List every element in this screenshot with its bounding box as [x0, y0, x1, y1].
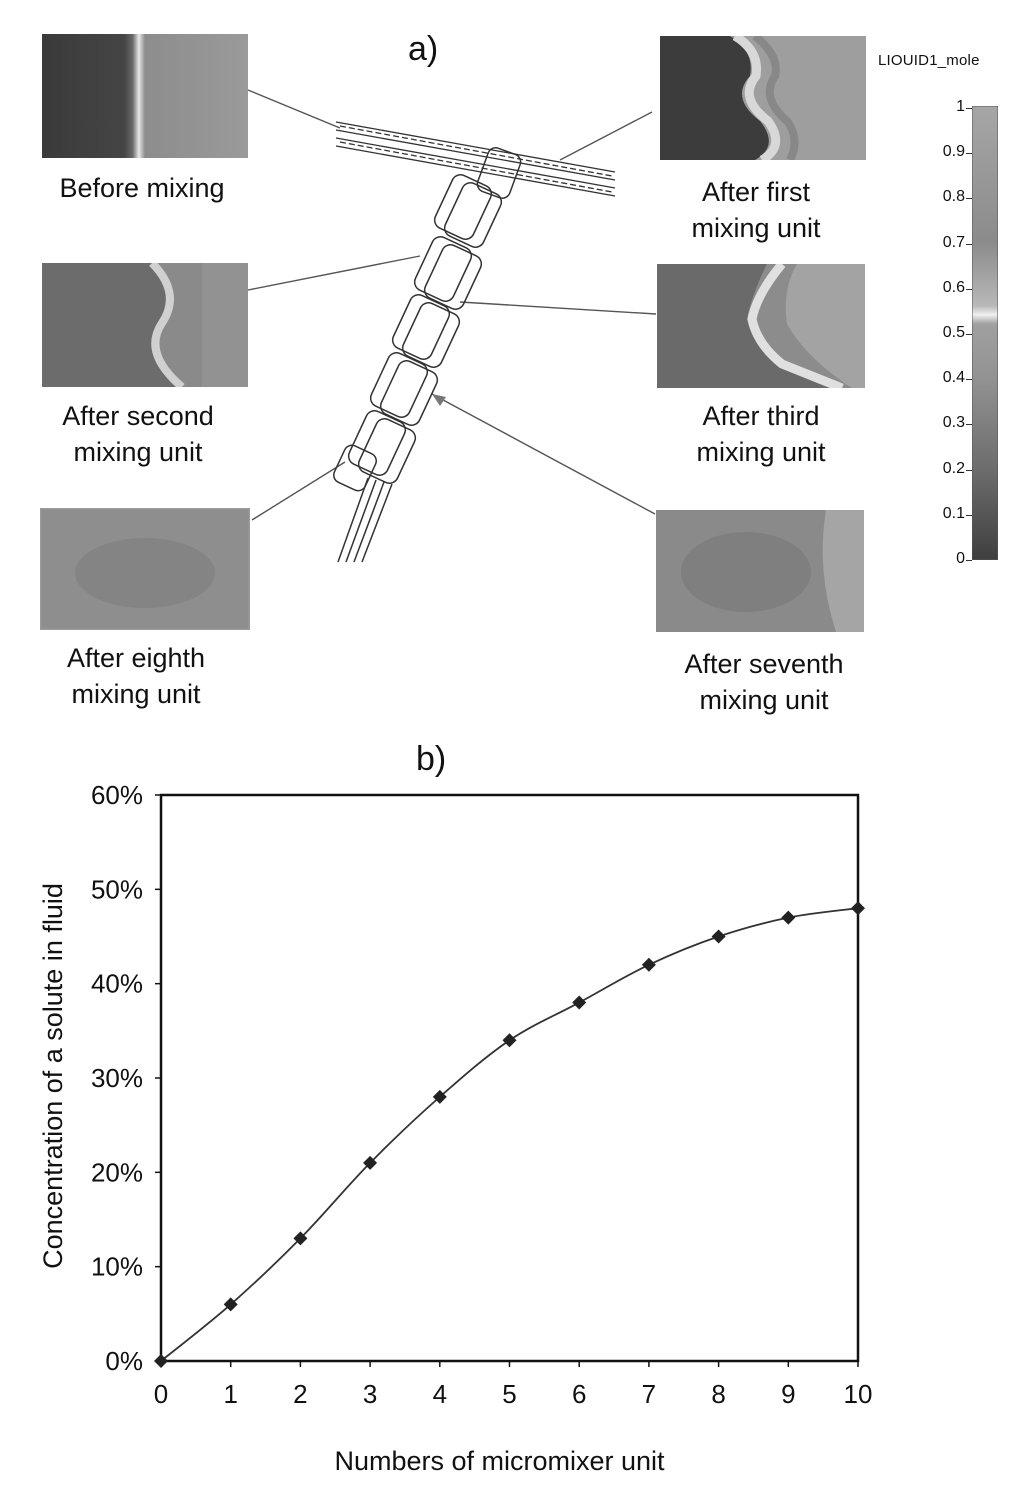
data-point-marker [851, 901, 865, 916]
x-tick-label: 8 [711, 1379, 725, 1409]
data-point-marker [711, 929, 726, 944]
data-point-marker [641, 957, 656, 972]
caption-after-eighth: After eighth mixing unit [66, 643, 206, 709]
leader-line-eighth [251, 461, 346, 521]
colorbar-tick-label: 0.9 [942, 143, 965, 161]
leader-line-first [559, 111, 653, 161]
leader-line-third [459, 301, 657, 315]
panel-a-label: a) [408, 30, 439, 68]
y-tick-label: 40% [91, 969, 143, 999]
colorbar-tick-label: 0.3 [942, 414, 965, 432]
colorbar-tick-mark [966, 379, 972, 381]
x-tick-label: 7 [642, 1379, 656, 1409]
colorbar-tick-mark [966, 334, 972, 335]
data-point-marker [502, 1033, 517, 1048]
thumbnail-after-second [42, 263, 248, 387]
y-tick-label: 10% [91, 1252, 143, 1282]
y-tick-label: 50% [91, 874, 143, 904]
caption-before-mixing: Before mixing [59, 173, 225, 203]
colorbar-tick-mark [966, 108, 972, 109]
colorbar-tick-mark [966, 514, 972, 516]
thumbnail-after-seventh [656, 510, 864, 632]
colorbar-tick-label: 0.2 [942, 459, 965, 477]
panel-b-label: b) [416, 740, 447, 778]
colorbar-tick-label: 1 [956, 98, 965, 115]
x-tick-label: 1 [223, 1379, 237, 1409]
y-tick-label: 60% [91, 780, 143, 810]
x-tick-label: 2 [293, 1379, 307, 1409]
x-tick-label: 0 [154, 1379, 168, 1409]
thumbnail-after-first [660, 36, 866, 160]
leader-line-before [247, 89, 341, 129]
plot-frame [159, 793, 860, 1363]
thumbnail-before-mixing [42, 34, 248, 158]
colorbar-tick-label: 0.7 [942, 233, 965, 251]
colorbar [971, 105, 999, 561]
caption-after-second: After second mixing unit [62, 401, 214, 467]
colorbar-tick-label: 0.4 [942, 369, 965, 387]
thumbnail-after-eighth [40, 508, 250, 630]
colorbar-tick-label: 0.1 [942, 504, 965, 522]
caption-after-seventh: After seventh mixing unit [684, 649, 844, 715]
x-tick-label: 6 [572, 1379, 586, 1409]
arrowhead-icon [432, 394, 446, 406]
series-line [160, 907, 859, 1362]
x-tick-label: 4 [433, 1379, 447, 1409]
data-point-marker [363, 1155, 378, 1170]
x-tick-label: 10 [844, 1379, 873, 1409]
leader-line-second [247, 255, 421, 291]
x-tick-label: 5 [502, 1379, 516, 1409]
y-tick-label: 20% [91, 1157, 143, 1187]
colorbar-tick-mark [966, 560, 972, 561]
data-point-marker [154, 1354, 168, 1368]
colorbar-tick-mark [966, 198, 972, 200]
micromixer-schematic [247, 89, 657, 563]
y-tick-label: 0% [105, 1346, 143, 1376]
data-point-marker [572, 995, 587, 1010]
data-point-marker [432, 1089, 447, 1104]
y-axis-label: Concentration of a solute in fluid [38, 883, 68, 1269]
caption-after-first: After first mixing unit [691, 177, 821, 243]
y-tick-label: 30% [91, 1063, 143, 1093]
colorbar-tick-mark [966, 469, 972, 471]
x-tick-label: 9 [781, 1379, 795, 1409]
colorbar-tick-label: 0 [956, 550, 965, 567]
leader-line-seventh [431, 393, 656, 515]
data-point-marker [293, 1231, 308, 1246]
data-point-marker [223, 1297, 238, 1312]
colorbar-tick-label: 0.6 [942, 278, 965, 296]
colorbar-tick-label: 0.8 [942, 188, 965, 206]
colorbar-tick-label: 0.5 [942, 324, 965, 341]
caption-after-third: After third mixing unit [696, 401, 826, 467]
colorbar-tick-mark [966, 153, 972, 155]
colorbar-title: LIOUID1_mole [878, 52, 980, 69]
data-point-marker [781, 910, 796, 925]
colorbar-tick-mark [966, 243, 972, 245]
thumbnail-after-third [657, 264, 865, 388]
x-axis-label: Numbers of micromixer unit [334, 1446, 665, 1476]
colorbar-tick-mark [966, 288, 972, 290]
x-tick-label: 3 [363, 1379, 377, 1409]
colorbar-tick-mark [966, 424, 972, 426]
